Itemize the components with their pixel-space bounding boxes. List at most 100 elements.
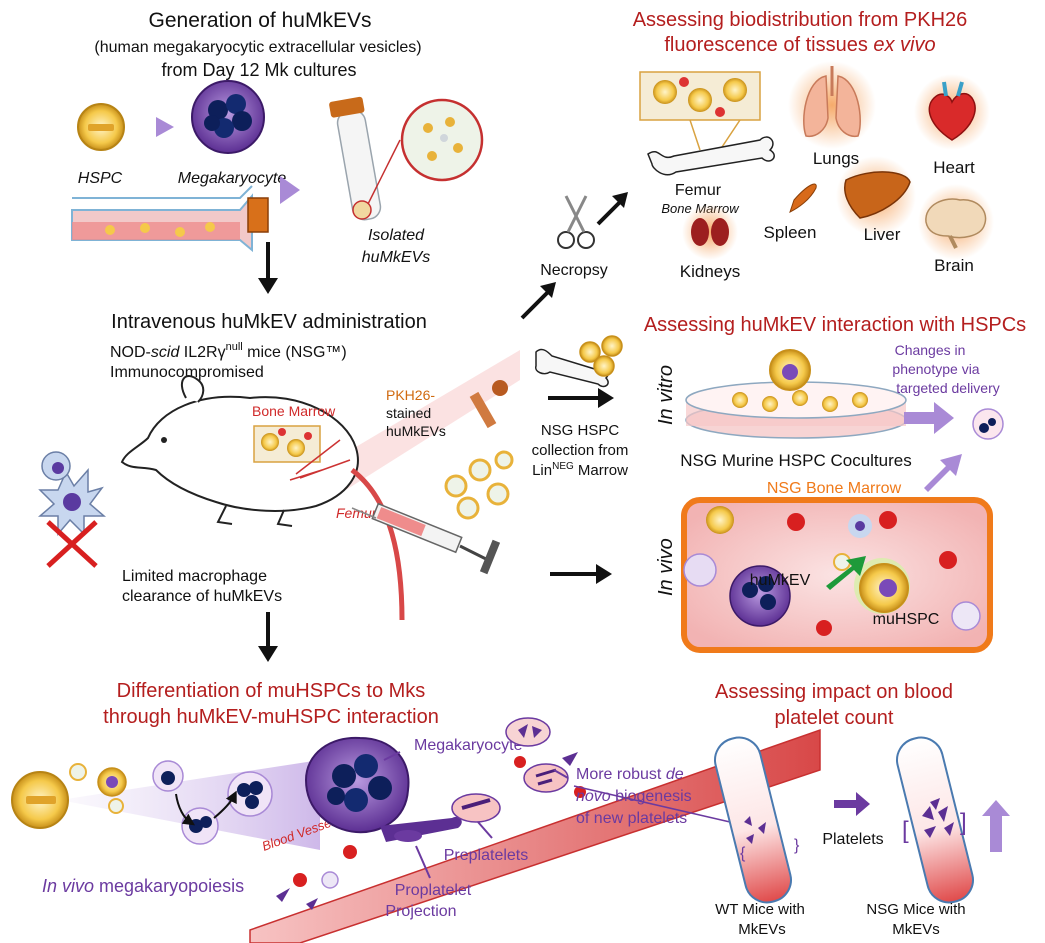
in-vitro-label: In vitro [655,365,677,425]
macrophage-label: Limited macrophage [122,568,267,585]
dropper-icon [469,380,508,429]
pkh26-label-3: huMkEVs [386,423,446,439]
isolated-label: Isolated [368,227,425,244]
megakaryocyte-large-icon [304,736,410,834]
callout-line-icon [553,769,569,779]
proplatelet-label-2: Projection [385,903,456,920]
changed-cell-icon [972,408,1004,440]
biodistribution-title: Assessing biodistribution from PKH26 [633,9,968,31]
hspc-nucleus-icon [88,124,114,131]
red-blood-cell-icon [293,873,307,887]
wt-mice-label: WT Mice with [715,901,805,918]
ev-cluster-icon [444,450,514,520]
arrow-head-icon [596,564,612,584]
nsg-tube-icon: [ ] [896,736,974,904]
megakaryocyte-label: Megakaryocyte [414,737,523,754]
collection-label-2: collection from [532,442,629,459]
arrow-icon [924,454,962,492]
in-vivo-label: In vivo [655,538,677,596]
immunocompromised-label: Immunocompromised [110,364,264,381]
proplatelet-icon [380,816,462,842]
platelet-count-section: Assessing impact on blood platelet count… [714,681,1010,938]
wt-tube-icon: { } [714,736,800,904]
callout-line-icon [415,845,431,879]
lungs-label: Lungs [813,149,859,168]
generation-title: Generation of huMkEVs [149,9,372,32]
brain-icon [918,184,994,260]
nsg-bone-marrow-panel [681,497,993,653]
in-vivo-megakaryopoiesis-label: In vivo megakaryopoiesis [42,876,244,896]
necropsy-label: Necropsy [540,262,608,279]
mk-progenitor-icon [152,760,273,845]
culture-flask-icon [71,185,269,253]
arrow-icon [904,402,954,434]
spleen-icon [789,183,817,213]
differentiation-title: Differentiation of muHSPCs to Mks [117,680,426,702]
differentiation-section: Differentiation of muHSPCs to Mks throug… [11,680,821,943]
mouse-bone-marrow-icon [253,425,351,481]
platelet-icon [276,888,290,902]
white-blood-cell-icon [321,871,339,889]
kidneys-icon [682,204,738,260]
spleen-label: Spleen [764,223,817,242]
changes-label-3: targeted delivery [896,380,1000,396]
bone-marrow-label: Bone Marrow [252,403,336,419]
petri-dish-icon [685,349,907,439]
femur-bone-marrow-icon [639,71,775,176]
callout-line-icon [573,785,731,823]
proplatelet-label: Proplatelet [395,882,472,899]
arrow-icon [156,117,174,137]
robust-label: More robust de [576,766,684,783]
macrophage-icon [37,468,107,568]
wt-mice-label-2: MkEVs [738,921,786,938]
liver-label: Liver [864,225,901,244]
platelet-icon [306,898,318,910]
cocultures-label: NSG Murine HSPC Cocultures [680,451,911,470]
callout-line-icon [383,751,401,761]
kidneys-label: Kidneys [680,262,740,281]
arrow-head-icon [540,282,556,298]
brain-label: Brain [934,256,974,275]
changes-label: Changes in [895,342,966,358]
robust-label-3: of new platelets [576,810,687,827]
hspc-label: HSPC [78,170,123,187]
changes-label-2: phenotype via [892,361,979,377]
collection-label-3: LinNEG Marrow [532,461,628,479]
hspc-with-evs-icon [11,763,127,829]
interaction-section: Assessing huMkEV interaction with HSPCs … [532,314,1026,653]
svg-text:]: ] [960,809,967,836]
femur-label: Femur [336,505,378,521]
platelet-icon [562,752,578,766]
interaction-title: Assessing huMkEV interaction with HSPCs [644,314,1026,336]
isolated-label-2: huMkEVs [362,249,430,266]
pkh26-label-2: stained [386,405,431,421]
liver-icon [836,156,916,236]
muhspc-label: muHSPC [873,611,940,628]
arrow-icon [834,792,870,816]
arrow-head-icon [598,388,614,408]
arrow-icon [520,290,550,320]
preplatelets-icon [451,763,569,823]
svg-text:{: { [740,845,746,862]
nsg-mice-label: NSG Mice with [866,901,965,918]
generation-section: Generation of huMkEVs (human megakaryocy… [71,9,484,294]
mouse-strain-label: NOD-scid IL2Rγnull mice (NSG™) [110,341,347,361]
macrophage-label-2: clearance of huMkEVs [122,588,282,605]
nsg-bone-marrow-label: NSG Bone Marrow [767,480,902,497]
arrow-icon [280,176,300,204]
bone-collection-icon [535,335,623,388]
biodistribution-title-2: fluorescence of tissues ex vivo [664,34,935,56]
lungs-icon [788,61,876,149]
platelet-bubble-icon [505,717,551,747]
megakaryocyte-label: Megakaryocyte [178,170,287,187]
femur-label: Femur [675,182,722,199]
nsg-mice-label-2: MkEVs [892,921,940,938]
heart-icon [914,74,990,150]
collection-label: NSG HSPC [541,422,620,439]
scissors-icon [557,195,595,249]
red-blood-cell-icon [343,845,357,859]
svg-text:}: } [794,837,800,854]
syringe-icon [351,502,501,575]
down-arrow-head-icon [258,646,278,662]
